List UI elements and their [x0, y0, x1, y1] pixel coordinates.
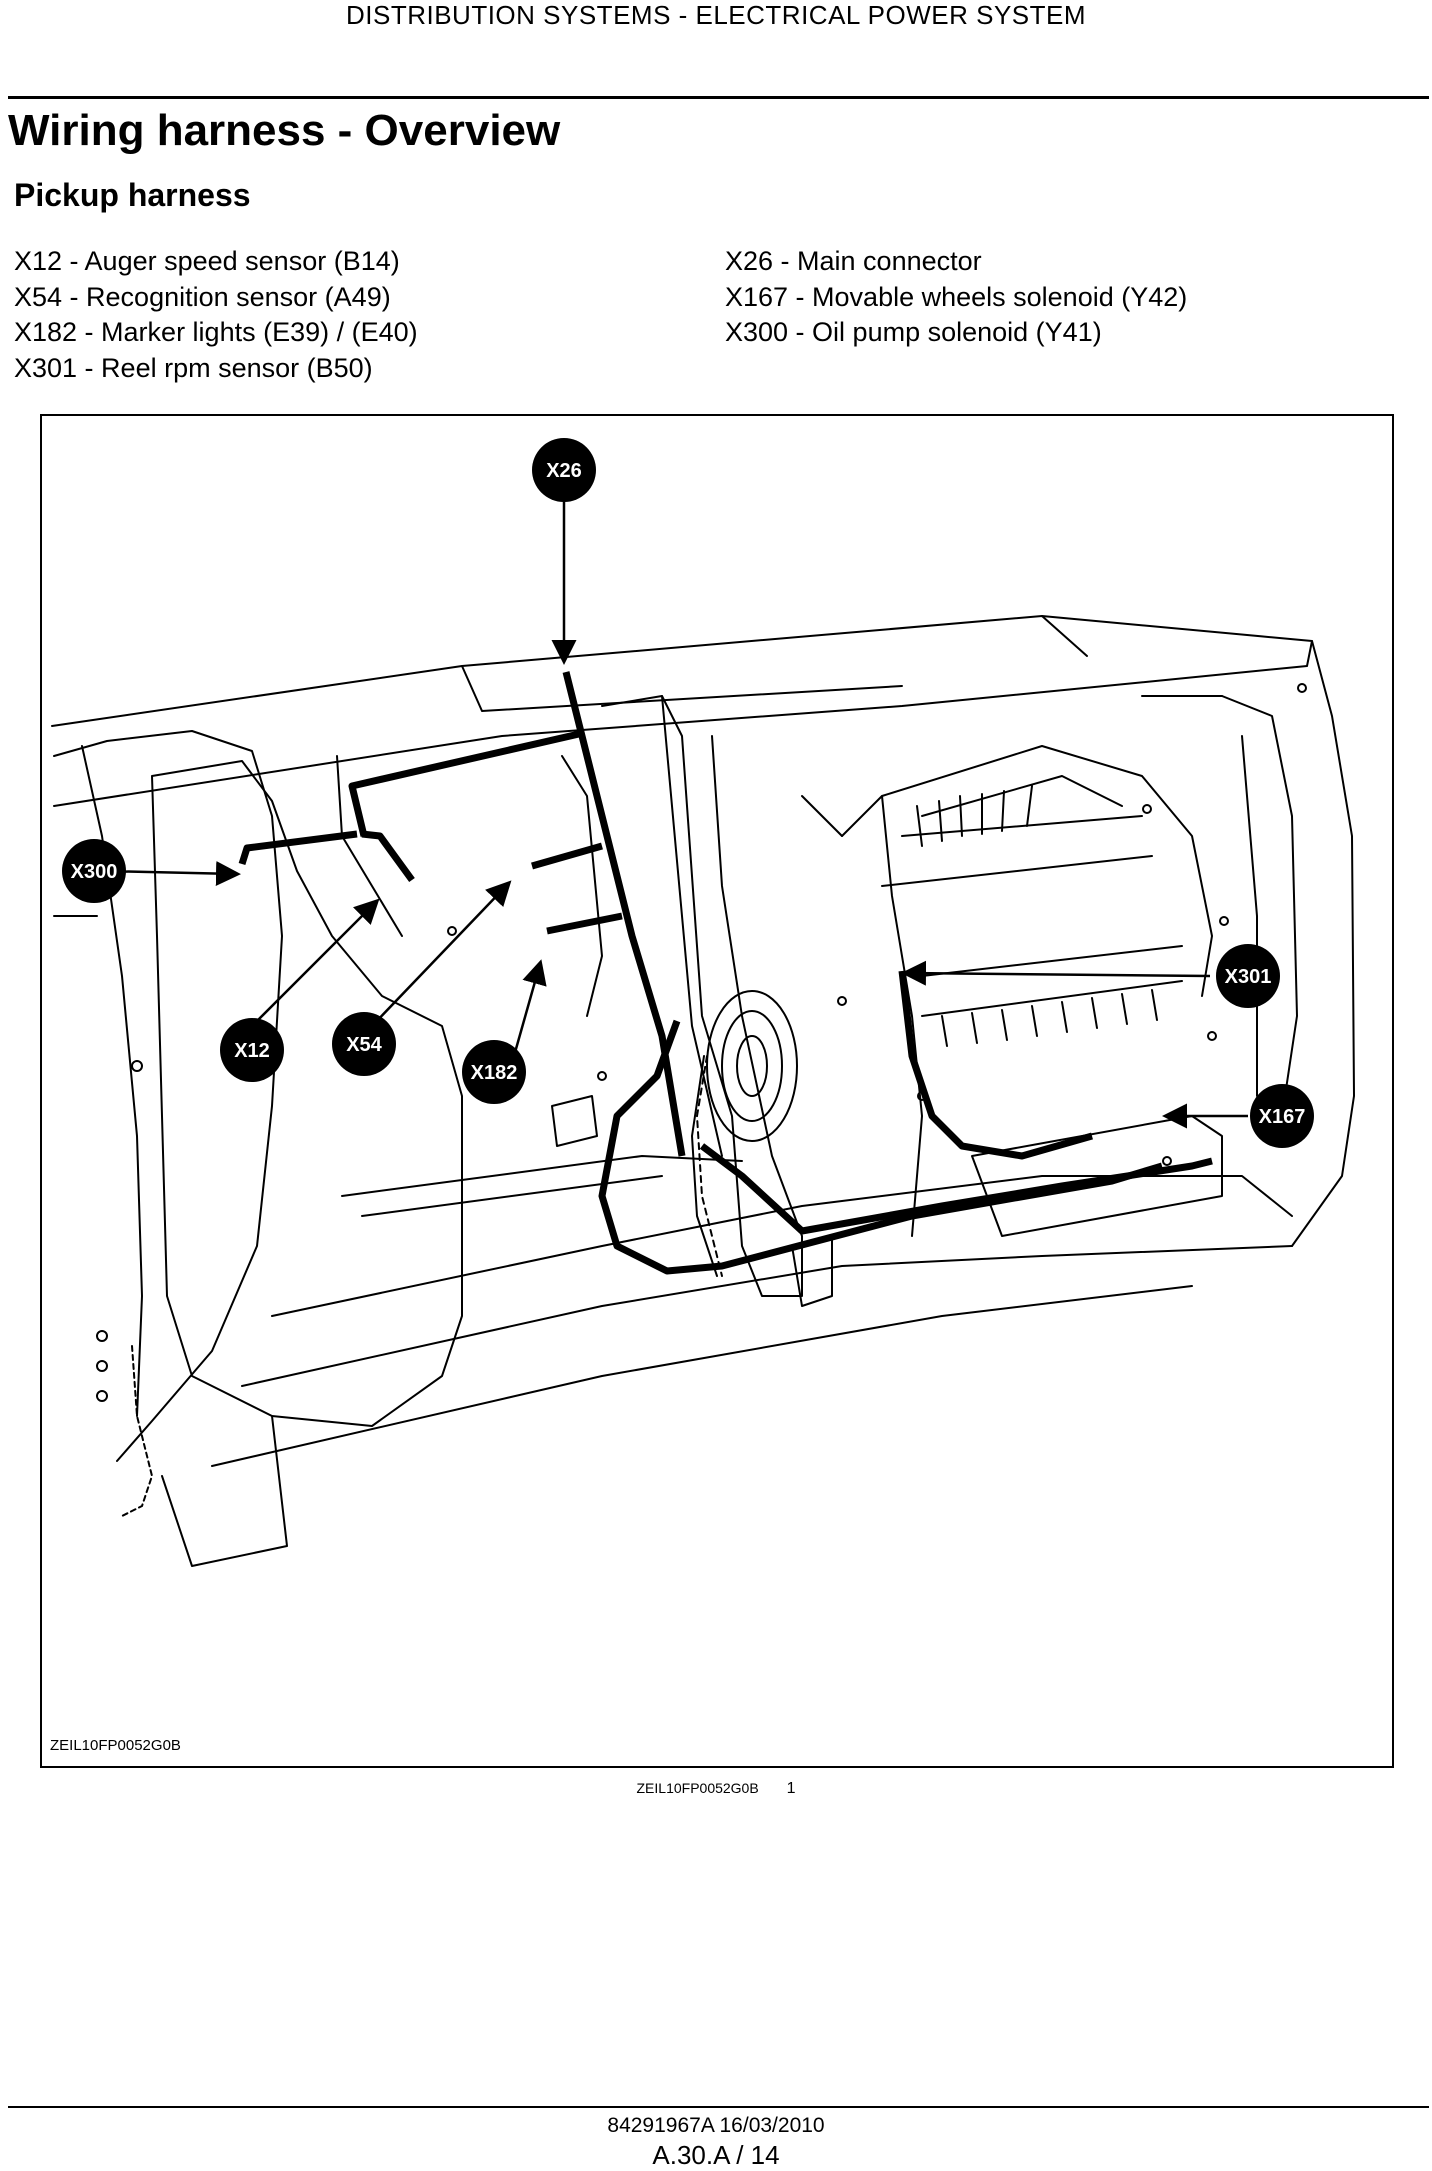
callout-label-x12: X12: [234, 1040, 270, 1062]
callout-x167: X167: [1250, 1084, 1314, 1148]
wiring-figure: X26 X300 X12 X54 X182 X301 X167 ZEIL10FP…: [40, 414, 1394, 1768]
legend-item: X167 - Movable wheels solenoid (Y42): [725, 281, 1188, 312]
callout-x301: X301: [1216, 944, 1280, 1008]
figure-caption: ZEIL10FP0052G0B 1: [0, 1780, 1432, 1798]
legend-left-column: X12 - Auger speed sensor (B14) X54 - Rec…: [14, 244, 418, 386]
callout-x12: X12: [220, 1018, 284, 1082]
callout-x182: X182: [462, 1040, 526, 1104]
callout-label-x167: X167: [1259, 1106, 1306, 1128]
figure-reference-code: ZEIL10FP0052G0B: [50, 1737, 181, 1754]
page-number: A.30.A / 14: [652, 2140, 780, 2170]
legend-item: X54 - Recognition sensor (A49): [14, 281, 391, 312]
legend-item: X26 - Main connector: [725, 246, 982, 276]
legend-item: X182 - Marker lights (E39) / (E40): [14, 317, 418, 347]
callout-x300: X300: [62, 839, 126, 903]
callout-label-x182: X182: [471, 1062, 518, 1084]
page-title: Wiring harness - Overview: [8, 106, 561, 155]
callout-label-x26: X26: [546, 460, 582, 482]
document-number: 84291967A 16/03/2010: [607, 2114, 825, 2137]
harness-illustration: X26 X300 X12 X54 X182 X301 X167: [51, 438, 1355, 1567]
figure-number: 1: [786, 1780, 796, 1797]
callout-label-x300: X300: [71, 861, 118, 883]
callout-x26: X26: [532, 438, 596, 502]
legend-item: X300 - Oil pump solenoid (Y41): [725, 317, 1102, 347]
callout-label-x301: X301: [1225, 966, 1272, 988]
header-divider: [8, 96, 1429, 99]
callout-leader-lines: [101, 496, 1248, 1129]
legend-item: X12 - Auger speed sensor (B14): [14, 246, 400, 276]
footer-divider: [8, 2106, 1429, 2108]
callout-label-x54: X54: [346, 1034, 382, 1056]
pickup-harness-wiring: [238, 671, 1213, 1275]
legend-item: X301 - Reel rpm sensor (B50): [14, 352, 373, 383]
section-title: Pickup harness: [14, 177, 251, 213]
callout-x54: X54: [332, 1012, 396, 1076]
legend-right-column: X26 - Main connector X167 - Movable whee…: [725, 244, 1187, 351]
running-header: DISTRIBUTION SYSTEMS - ELECTRICAL POWER …: [345, 0, 1087, 30]
figure-caption-reference: ZEIL10FP0052G0B: [636, 1780, 759, 1796]
pickup-header-outline: [51, 615, 1355, 1567]
